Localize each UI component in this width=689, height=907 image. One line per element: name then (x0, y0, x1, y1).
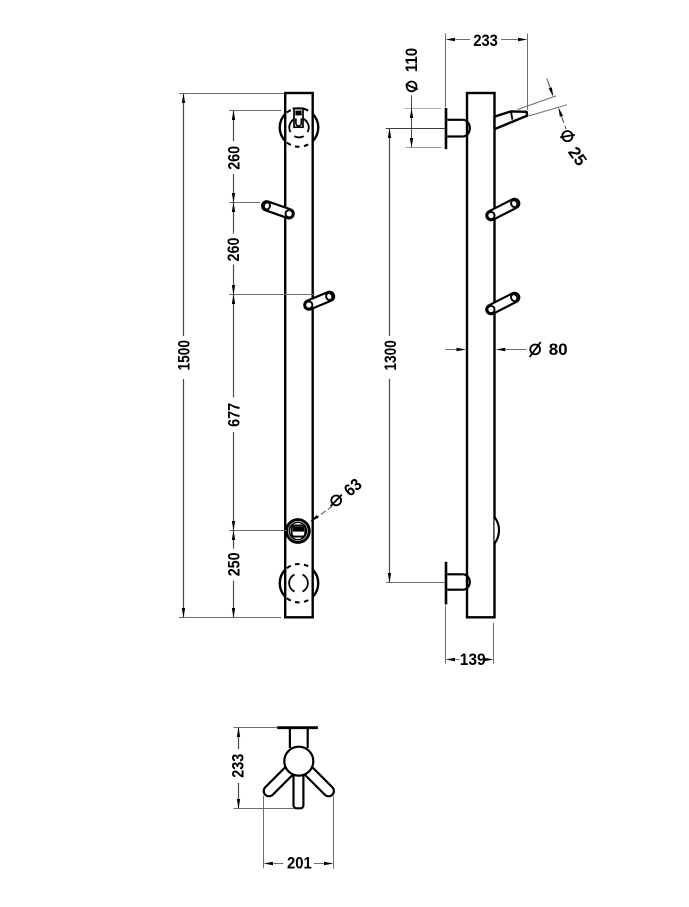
svg-text:250: 250 (224, 552, 243, 576)
svg-text:260: 260 (225, 146, 244, 170)
svg-text:233: 233 (473, 31, 498, 50)
svg-text:1300: 1300 (381, 340, 400, 371)
svg-text:139: 139 (460, 650, 486, 669)
svg-text:80: 80 (549, 340, 568, 359)
svg-text:260: 260 (224, 238, 243, 262)
svg-text:110: 110 (402, 48, 421, 72)
svg-text:201: 201 (287, 854, 312, 873)
svg-text:233: 233 (229, 754, 248, 778)
svg-text:677: 677 (224, 403, 243, 427)
svg-text:1500: 1500 (174, 340, 193, 371)
